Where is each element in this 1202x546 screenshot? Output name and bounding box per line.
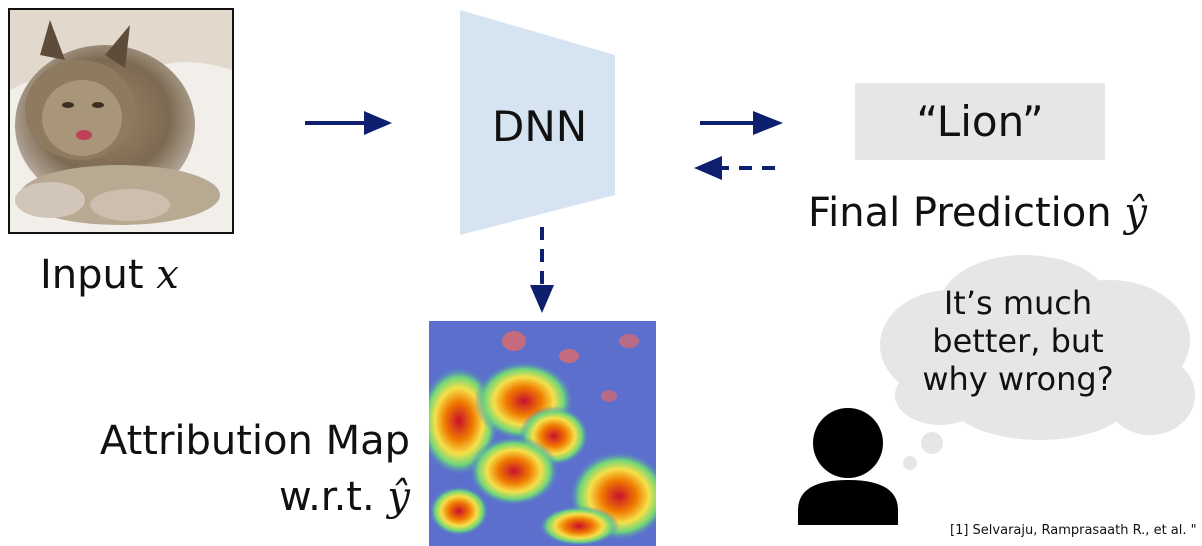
attribution-heatmap [429,321,656,546]
attribution-map-label: Attribution Map w.r.t. ŷ [40,413,410,525]
prediction-box: “Lion” [855,83,1105,160]
dnn-label: DNN [492,102,588,151]
attribution-line2: w.r.t. ŷ [279,474,410,520]
attribution-line1: Attribution Map [99,418,410,464]
dnn-block [460,10,615,235]
input-image [8,8,234,234]
thought-line-1: It’s much [943,284,1093,322]
final-prediction-label: Final Prediction ŷ [808,190,1147,236]
backward-dashed-arrow [694,156,775,180]
thought-line-3: why wrong? [922,360,1114,398]
dnn-to-prediction-arrow [700,111,783,135]
input-label: Input x [40,252,179,298]
prediction-value: “Lion” [916,97,1044,146]
person-icon [798,408,898,525]
lynx-photo [10,10,232,232]
dnn-to-attribution-arrow [530,227,554,313]
thought-line-2: better, but [932,322,1104,360]
input-to-dnn-arrow [305,111,392,135]
citation: [1] Selvaraju, Ramprasaath R., et al. " [950,523,1197,538]
thought-cloud [880,255,1195,470]
gradcam-overlay [429,321,656,546]
thought-text: It’s much better, but why wrong? [918,284,1118,398]
